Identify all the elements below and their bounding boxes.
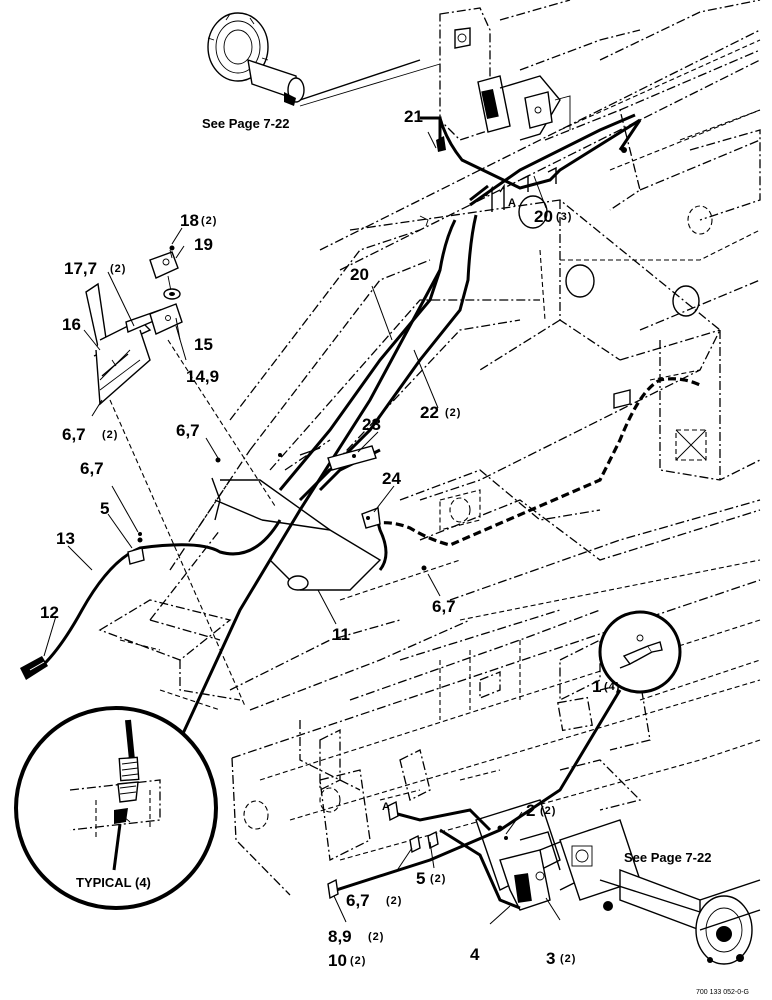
callout-6-7-right: 6,7 — [432, 597, 456, 616]
callout-20-mid: 20 — [350, 265, 369, 284]
lower-wheel-hub — [559, 819, 761, 965]
callout-6-7-lever-qty: (2) — [102, 429, 118, 441]
leader-lines — [43, 131, 561, 925]
callout-8-9-qty: (2) — [368, 931, 384, 943]
callout-labels: See Page 7-22 See Page 7-22 TYPICAL (4) … — [40, 107, 749, 996]
lever-assembly — [85, 245, 183, 406]
callout-1: 1 — [592, 677, 601, 696]
callout-10: 10 — [328, 951, 347, 970]
callout-5-upper: 5 — [100, 499, 109, 518]
callout-16: 16 — [62, 315, 81, 334]
callout-20-top: 20 — [534, 207, 553, 226]
point-mark-a-bottom: A — [382, 801, 391, 813]
callout-22: 22 — [420, 403, 439, 422]
callout-4: 4 — [470, 945, 480, 964]
callout-6-7-hose: 6,7 — [80, 459, 104, 478]
typical-note: TYPICAL (4) — [76, 875, 151, 890]
callout-3-qty: (2) — [560, 953, 576, 965]
callout-13: 13 — [56, 529, 75, 548]
callout-15: 15 — [194, 335, 213, 354]
callout-22-qty: (2) — [445, 407, 461, 419]
callout-8-9: 8,9 — [328, 927, 352, 946]
callout-1-qty: (4) — [604, 681, 620, 693]
see-page-note-bottom: See Page 7-22 — [624, 850, 711, 865]
header-frame-phantom — [98, 0, 761, 711]
callout-21: 21 — [404, 107, 423, 126]
callout-6-7-lever: 6,7 — [62, 425, 86, 444]
callout-5-lower: 5 — [416, 869, 425, 888]
callout-12: 12 — [40, 603, 59, 622]
lower-header-frame — [231, 579, 761, 965]
callout-14-9: 14,9 — [186, 367, 219, 386]
hydraulic-hoses — [20, 113, 701, 910]
point-mark-a-top: A — [508, 197, 517, 209]
callout-23: 23 — [362, 415, 381, 434]
upper-wheel-hub — [207, 12, 441, 107]
callout-6-7-frame: 6,7 — [176, 421, 200, 440]
callout-19: 19 — [194, 235, 213, 254]
detail-connector-item-1 — [598, 610, 682, 694]
clamps-and-fasteners — [127, 136, 631, 900]
see-page-note-top: See Page 7-22 — [202, 116, 289, 131]
callout-2-qty: (2) — [540, 805, 556, 817]
drawing-number: 700 133 052-0-G — [696, 989, 749, 996]
callout-6-7-lower: 6,7 — [346, 891, 370, 910]
upper-cylinder — [477, 75, 571, 141]
callout-3: 3 — [546, 949, 555, 968]
detail-typical-coupling — [14, 706, 218, 910]
callout-18-qty: (2) — [201, 215, 217, 227]
callout-11: 11 — [332, 625, 350, 644]
callout-6-7-lower-qty: (2) — [386, 895, 402, 907]
callout-10-qty: (2) — [350, 955, 366, 967]
callout-17-7-qty: (2) — [110, 263, 126, 275]
lower-cylinder — [475, 799, 601, 911]
callout-20-top-qty: (3) — [556, 211, 572, 223]
callout-18: 18 — [180, 211, 199, 230]
callout-2: 2 — [526, 801, 535, 820]
callout-17-7: 17,7 — [64, 259, 97, 278]
callout-5-lower-qty: (2) — [430, 873, 446, 885]
callout-24: 24 — [382, 469, 401, 488]
